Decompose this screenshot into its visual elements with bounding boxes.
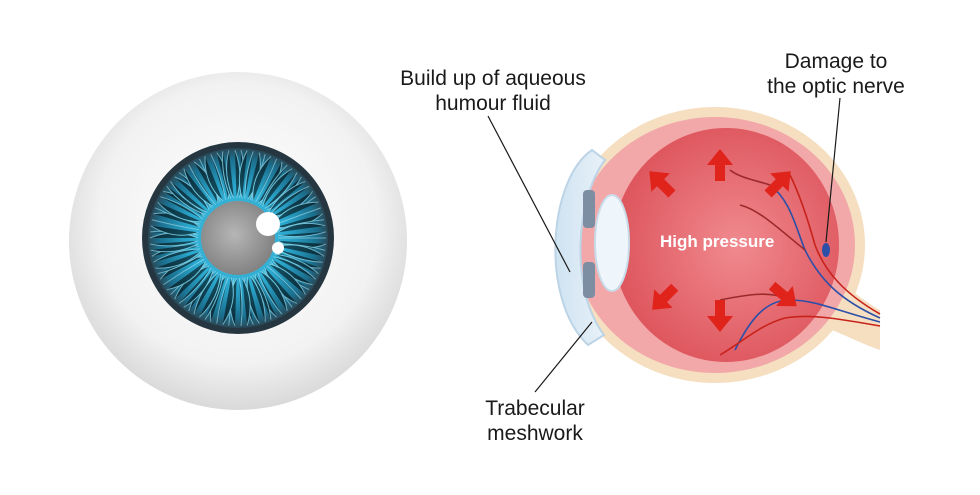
iris-fiber: [244, 151, 254, 199]
iris-fiber: [216, 276, 229, 324]
iris-fiber: [260, 270, 288, 312]
iris-fiber: [153, 248, 200, 263]
iris-fiber: [249, 275, 266, 322]
iris-fiber: [155, 251, 201, 269]
highlight-large: [256, 212, 280, 236]
iris-fiber: [268, 263, 306, 295]
optic-leader-line: [825, 97, 841, 243]
label-optic-line1: Damage to: [784, 50, 888, 73]
iris-fiber: [199, 273, 221, 318]
iris-fiber: [204, 156, 224, 202]
front-eye: [69, 72, 407, 410]
label-high-pressure: High pressure: [660, 232, 775, 251]
optic-disc: [822, 243, 830, 257]
iris-fiber: [178, 267, 212, 304]
pressure-arrows: [649, 149, 797, 332]
label-optic-line2: the optic nerve: [767, 75, 905, 98]
label-aqueous-line1: Build up of aqueous: [400, 67, 586, 90]
iris-fiber: [252, 156, 272, 201]
iris-fiber: [226, 150, 235, 199]
iris-fiber: [170, 181, 208, 213]
iris-fiber: [157, 253, 202, 275]
iris-fiber: [276, 219, 325, 231]
highlight-small: [272, 242, 284, 254]
label-trabecular-line1: Trabecular: [485, 397, 585, 420]
iris-fiber: [183, 168, 214, 207]
trabecular-leader-line: [534, 321, 593, 393]
label-optic-nerve: Damage to the optic nerve: [746, 49, 926, 99]
pressure-arrow: [652, 283, 679, 310]
label-aqueous: Build up of aqueous humour fluid: [378, 66, 608, 116]
iris-fiber: [269, 185, 310, 215]
iris-fiber: [238, 277, 243, 326]
iris-fiber: [277, 231, 326, 238]
iris-fiber: [150, 240, 199, 247]
label-aqueous-line2: humour fluid: [435, 92, 551, 115]
iris-fiber: [274, 253, 319, 275]
pupil: [201, 201, 275, 275]
iris-fiber: [157, 201, 202, 223]
lens: [594, 194, 630, 292]
pressure-arrow: [649, 171, 676, 198]
eye-cross-section: [554, 107, 881, 383]
iris-fiber: [210, 154, 227, 201]
iris-fiber: [188, 164, 217, 206]
label-trabecular: Trabecular meshwork: [465, 396, 605, 446]
iris-fiber: [183, 269, 214, 308]
iris-fiber: [151, 219, 199, 231]
iris-lower: [583, 262, 595, 298]
leader-lines: [487, 97, 841, 393]
pressure-arrow: [764, 171, 791, 198]
iris-fiber: [150, 225, 199, 236]
iris-fiber: [268, 180, 306, 213]
iris-fiber: [222, 277, 234, 325]
iris-fiber: [252, 274, 272, 320]
iris-fiber: [273, 256, 317, 280]
iris-fiber: [241, 277, 251, 326]
iris-fiber: [266, 265, 302, 300]
iris-fiber: [166, 185, 206, 215]
label-trabecular-line2: meshwork: [487, 422, 583, 445]
iris-fiber: [150, 243, 199, 253]
iris-fibers: [149, 149, 326, 327]
pressure-arrow: [707, 149, 733, 181]
iris-fiber: [277, 222, 326, 233]
iris-fiber: [257, 272, 283, 315]
iris-fiber: [255, 158, 278, 203]
aqueous-leader-line: [487, 115, 571, 273]
iris-fiber: [160, 196, 204, 220]
iris-fiber: [259, 164, 288, 206]
pressure-arrow: [768, 281, 797, 307]
pressure-arrow: [707, 300, 733, 332]
iris-rim: [142, 142, 334, 334]
iris-fiber: [264, 172, 298, 209]
iris-fiber: [238, 150, 248, 199]
iris-upper: [583, 190, 595, 228]
iris-fiber: [262, 168, 293, 207]
iris-fiber: [166, 261, 207, 291]
iris-fiber: [163, 258, 205, 286]
